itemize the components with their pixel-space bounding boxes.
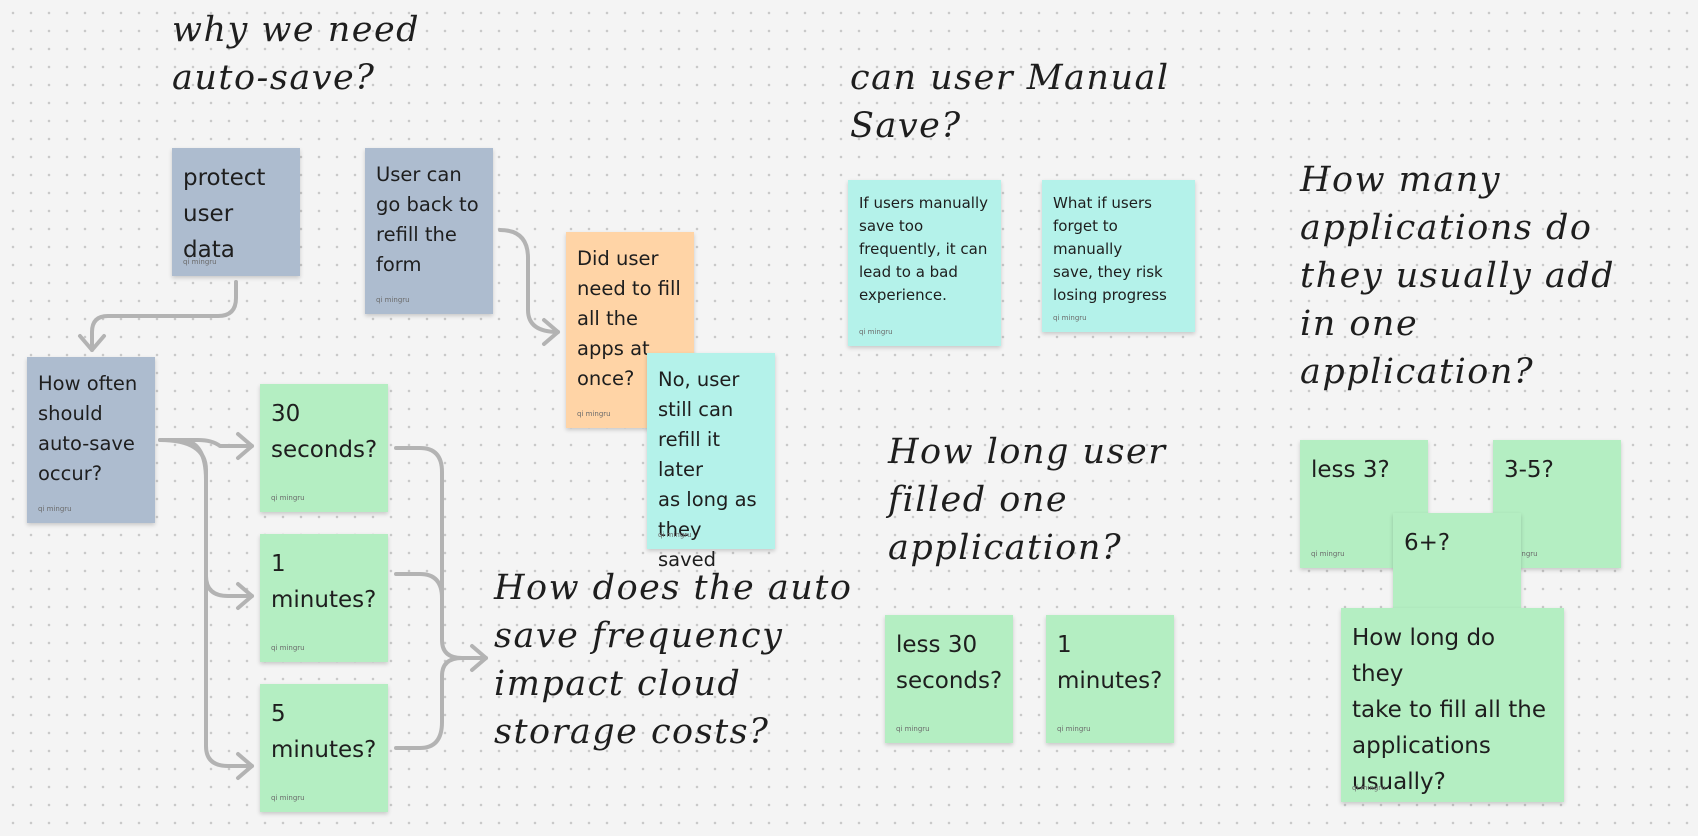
arrowhead-costs xyxy=(470,644,488,672)
sticky-text: How often should auto-save occur? xyxy=(38,372,138,485)
sticky-author: qi mingru xyxy=(577,410,611,418)
sticky-3-to-5[interactable]: 3-5? qi mingru xyxy=(1493,440,1621,568)
sticky-no-user-still[interactable]: No, user still can refill it later as lo… xyxy=(647,353,775,571)
sticky-text: 1 minutes? xyxy=(271,551,377,613)
sticky-author: qi mingru xyxy=(271,644,305,652)
sticky-author: qi mingru xyxy=(1053,314,1087,322)
arrow-goback-to-did-user xyxy=(498,228,560,334)
sticky-author: qi mingru xyxy=(1311,550,1345,558)
heading-storage-costs: How does the auto save frequency impact … xyxy=(494,568,853,752)
sticky-less-30-seconds[interactable]: less 30 seconds? qi mingru xyxy=(885,615,1013,743)
sticky-author: qi mingru xyxy=(271,494,305,502)
sticky-author: qi mingru xyxy=(658,531,692,539)
sticky-manual-too-frequent[interactable]: If users manually save too frequently, i… xyxy=(848,180,1001,346)
heading-how-long-user: How long user filled one application? xyxy=(888,432,1167,568)
sticky-text: If users manually save too frequently, i… xyxy=(859,194,988,304)
sticky-author: qi mingru xyxy=(1057,725,1091,733)
sticky-how-long-all[interactable]: How long do they take to fill all the ap… xyxy=(1341,608,1564,802)
sticky-text: Did user need to fill all the apps at on… xyxy=(577,247,681,390)
sticky-author: qi mingru xyxy=(271,794,305,802)
sticky-text: 30 seconds? xyxy=(271,401,378,463)
sticky-author: qi mingru xyxy=(1352,784,1386,792)
arrow-30s-to-costs xyxy=(394,446,488,660)
heading-manual-save: can user Manual Save? xyxy=(850,58,1170,146)
arrow-how-often-to-30s xyxy=(158,438,254,448)
arrowhead-5min xyxy=(236,752,254,780)
sticky-text: How long do they take to fill all the ap… xyxy=(1352,625,1546,795)
heading-why-autosave: why we need auto-save? xyxy=(172,10,421,98)
sticky-text: User can go back to refill the form xyxy=(376,163,479,276)
sticky-author: qi mingru xyxy=(896,725,930,733)
sticky-author: qi mingru xyxy=(859,328,893,336)
sticky-author: qi mingru xyxy=(183,258,217,266)
arrow-5min-to-costs xyxy=(394,656,464,750)
sticky-user-go-back[interactable]: User can go back to refill the form qi m… xyxy=(365,148,493,314)
arrowhead-30s xyxy=(236,432,254,460)
sticky-1-minute[interactable]: 1 minutes? qi mingru xyxy=(260,534,388,662)
sticky-text: What if users forget to manually save, t… xyxy=(1053,194,1167,304)
sticky-5-minutes[interactable]: 5 minutes? qi mingru xyxy=(260,684,388,812)
sticky-text: 6+? xyxy=(1404,530,1451,556)
sticky-forget-manual[interactable]: What if users forget to manually save, t… xyxy=(1042,180,1195,332)
arrowhead-1min xyxy=(236,582,254,610)
arrow-how-often-to-5min xyxy=(178,438,254,768)
arrowhead-protect-to-how-often xyxy=(78,334,106,352)
sticky-30-seconds[interactable]: 30 seconds? qi mingru xyxy=(260,384,388,512)
arrowhead-goback-to-did-user xyxy=(542,318,560,346)
sticky-text: protect user data xyxy=(183,165,266,263)
sticky-author: qi mingru xyxy=(376,296,410,304)
sticky-text: 5 minutes? xyxy=(271,701,377,763)
sticky-text: 3-5? xyxy=(1504,457,1554,483)
sticky-author: qi mingru xyxy=(38,505,72,513)
sticky-text: less 30 seconds? xyxy=(896,632,1003,694)
arrow-1min-to-costs xyxy=(394,572,444,600)
sticky-1-minute-b[interactable]: 1 minutes? qi mingru xyxy=(1046,615,1174,743)
sticky-text: 1 minutes? xyxy=(1057,632,1163,694)
arrow-how-often-to-1min xyxy=(158,438,254,598)
heading-how-many-apps: How many applications do they usually ad… xyxy=(1300,160,1616,392)
sticky-text: No, user still can refill it later as lo… xyxy=(658,368,757,571)
arrow-protect-to-how-often xyxy=(90,280,238,352)
sticky-text: less 3? xyxy=(1311,457,1390,483)
sticky-how-often[interactable]: How often should auto-save occur? qi min… xyxy=(27,357,155,523)
sticky-did-user-fill-all[interactable]: Did user need to fill all the apps at on… xyxy=(566,232,694,428)
sticky-protect-user-data[interactable]: protect user data qi mingru xyxy=(172,148,300,276)
